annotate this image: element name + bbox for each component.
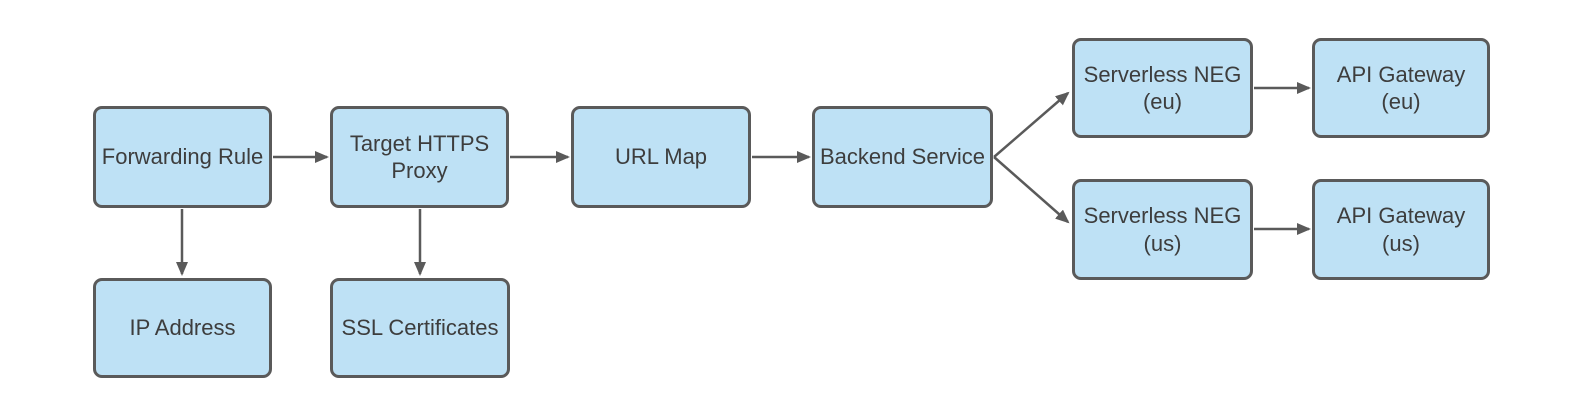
node-forwarding-rule: Forwarding Rule	[93, 106, 272, 208]
node-url-map: URL Map	[571, 106, 751, 208]
node-ip-address: IP Address	[93, 278, 272, 378]
edge-backend-service-to-serverless-neg-us	[993, 156, 1070, 224]
node-target-https-proxy: Target HTTPS Proxy	[330, 106, 509, 208]
node-api-gateway-us: API Gateway (us)	[1312, 179, 1490, 280]
node-backend-service: Backend Service	[812, 106, 993, 208]
edge-backend-service-to-serverless-neg-eu	[993, 91, 1070, 158]
node-ssl-certificates: SSL Certificates	[330, 278, 510, 378]
node-serverless-neg-us: Serverless NEG (us)	[1072, 179, 1253, 280]
node-api-gateway-eu: API Gateway (eu)	[1312, 38, 1490, 138]
node-serverless-neg-eu: Serverless NEG (eu)	[1072, 38, 1253, 138]
